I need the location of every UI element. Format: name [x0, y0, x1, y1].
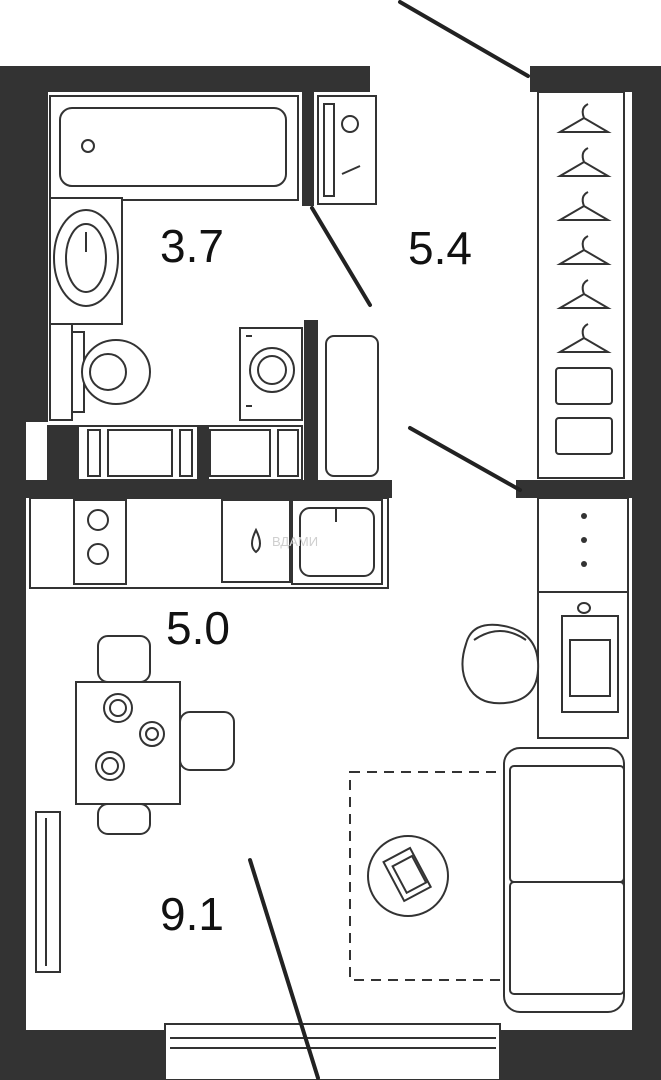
wall-bottom-left	[0, 1030, 165, 1080]
toilet	[49, 323, 151, 421]
drawer	[555, 417, 613, 455]
dining-table	[75, 635, 235, 835]
wall-closet-bottom	[516, 480, 632, 498]
sofa	[503, 747, 625, 1013]
drain-icon	[81, 139, 95, 153]
hallway-area-label: 5.4	[408, 222, 472, 274]
chair	[179, 711, 235, 771]
window-bottom	[164, 1023, 501, 1080]
bathroom-door-line	[310, 206, 372, 307]
closet-door-line	[408, 426, 522, 492]
living-area-label: 9.1	[160, 888, 224, 940]
side-cabinet	[537, 497, 629, 593]
chair	[97, 803, 151, 835]
wall-partition-bottom	[304, 320, 318, 482]
watermark: ВДАМИ	[272, 534, 318, 549]
wall-bathroom-left	[26, 92, 48, 422]
wall-top-left	[0, 66, 370, 92]
storage-shelves	[47, 425, 303, 481]
water-drop-icon	[251, 527, 261, 554]
wall-right	[632, 66, 661, 1080]
coffee-table	[367, 835, 449, 917]
kitchen-area-label: 5.0	[166, 602, 230, 654]
hallway-bench	[325, 335, 379, 477]
kitchen-counter	[29, 497, 389, 589]
hanger-icon	[556, 103, 612, 353]
washing-machine	[239, 327, 303, 421]
wall-partition-top	[302, 92, 314, 206]
window-left	[35, 811, 61, 973]
balcony-door-line	[248, 858, 320, 1080]
chair	[97, 635, 151, 683]
water-heater	[317, 95, 377, 205]
wall-left	[0, 66, 26, 1080]
desk	[537, 591, 629, 739]
wall-bottom-right	[500, 1030, 661, 1080]
wall-bathroom-bottom	[26, 480, 392, 498]
sink-bathroom	[49, 197, 123, 325]
bathroom-area-label: 3.7	[160, 220, 224, 272]
walls	[0, 66, 661, 1080]
entrance-door-line	[398, 0, 530, 78]
wardrobe	[537, 91, 625, 479]
burner-icon	[87, 509, 109, 531]
door-swings	[248, 0, 530, 1080]
burner-icon	[87, 543, 109, 565]
drawer	[555, 367, 613, 405]
armchair	[461, 623, 540, 705]
bathtub	[49, 95, 299, 201]
